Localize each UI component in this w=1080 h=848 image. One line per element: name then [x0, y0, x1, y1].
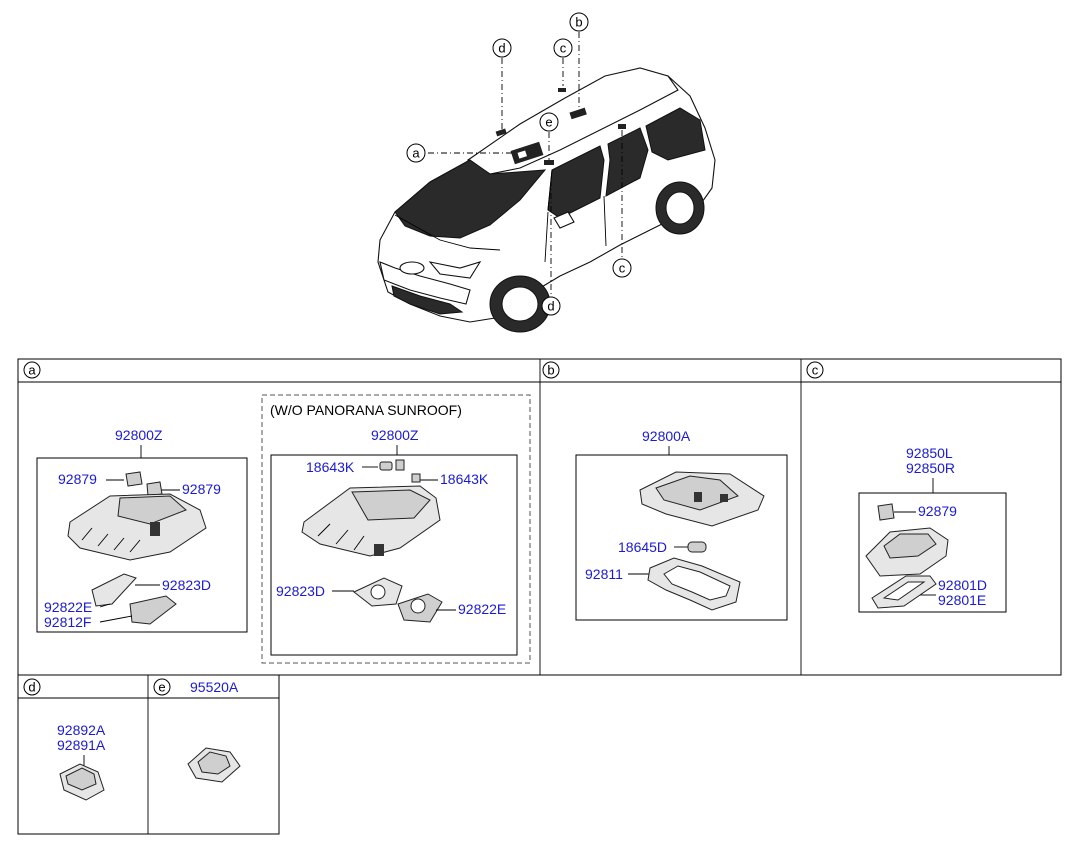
car-illustration [377, 67, 716, 333]
panel-a-right-group: (W/O PANORANA SUNROOF) 92800Z 18643K 186… [261, 394, 531, 664]
car-callout-c-side: c [612, 258, 632, 278]
assembly-92800Z-left: 92800Z [115, 427, 163, 443]
callout-leaders [428, 32, 623, 296]
svg-text:e: e [545, 115, 552, 130]
car-callout-e: e [539, 112, 559, 132]
car-callout-b: b [569, 12, 589, 32]
label-92879-c: 92879 [918, 503, 957, 519]
svg-text:d: d [547, 299, 554, 314]
label-92811: 92811 [585, 566, 623, 582]
assembly-92850R: 92850R [906, 460, 955, 476]
panel-a-letter: a [23, 361, 41, 379]
overhead-console-sunroof-lamp-icon [301, 485, 441, 557]
bulb-icon [687, 541, 707, 553]
sunroof-note: (W/O PANORANA SUNROOF) [270, 402, 462, 418]
vanity-lamp-icon [865, 527, 949, 577]
panel-b: b 92800A 18645D 92811 [542, 361, 788, 621]
label-92801D: 92801D [938, 577, 987, 593]
label-92822E-right: 92822E [458, 601, 506, 617]
car-callout-a: a [406, 143, 426, 163]
svg-text:d: d [28, 680, 35, 695]
assembly-92850L: 92850L [906, 445, 953, 461]
label-92892A: 92892A [57, 722, 106, 738]
svg-text:a: a [412, 146, 420, 161]
bulb-socket-icon [877, 503, 895, 521]
lens-cover-icon [91, 573, 177, 625]
panel-grid [17, 358, 1062, 835]
label-18643K-right: 18643K [440, 471, 489, 487]
switch-cover-icon [353, 577, 443, 623]
svg-text:b: b [575, 15, 582, 30]
assembly-92800Z-right: 92800Z [371, 427, 419, 443]
label-92879-right: 92879 [182, 481, 221, 497]
panel-e-letter: e [153, 678, 171, 696]
svg-text:c: c [812, 363, 819, 378]
svg-text:a: a [28, 363, 36, 378]
panel-e: e 95520A [153, 678, 241, 783]
panel-a-left-group: 92800Z 92879 92879 92823D [36, 427, 248, 633]
label-92822E-left: 92822E [44, 599, 92, 615]
panel-b-letter: b [542, 361, 560, 379]
car-callout-c-top: c [553, 38, 573, 58]
header-part-95520A: 95520A [190, 679, 239, 695]
label-92891A: 92891A [57, 737, 106, 753]
label-92801E: 92801E [938, 592, 986, 608]
car-callout-d-top: d [492, 38, 512, 58]
lens-icon [647, 557, 741, 611]
label-92812F-left: 92812F [44, 614, 91, 630]
luggage-lamp-icon [59, 763, 105, 801]
panel-d: d 92892A 92891A [23, 678, 106, 801]
svg-text:e: e [158, 680, 165, 695]
panel-a: a 92800Z 92879 92879 92823D [23, 361, 531, 664]
sensor-module-icon [187, 747, 241, 783]
label-92879-left: 92879 [58, 471, 97, 487]
room-lamp-icon [639, 471, 765, 527]
svg-text:b: b [547, 363, 554, 378]
label-92823D-left: 92823D [162, 577, 211, 593]
svg-text:c: c [560, 41, 567, 56]
label-18645D: 18645D [618, 539, 667, 555]
label-92823D-right: 92823D [276, 583, 325, 599]
panel-c: c 92850L 92850R 92879 92801D 92801E [806, 361, 1007, 613]
svg-text:d: d [498, 41, 505, 56]
lens-icon [871, 575, 937, 609]
overhead-console-lamp-icon [67, 493, 207, 561]
assembly-92800A: 92800A [642, 428, 691, 444]
bulb-socket-icon [125, 471, 163, 497]
car-callout-d-bottom: d [541, 296, 561, 316]
panel-d-letter: d [23, 678, 41, 696]
svg-text:c: c [619, 261, 626, 276]
panel-c-letter: c [806, 361, 824, 379]
bulb-icon [379, 459, 421, 483]
label-18643K-left: 18643K [306, 459, 355, 475]
